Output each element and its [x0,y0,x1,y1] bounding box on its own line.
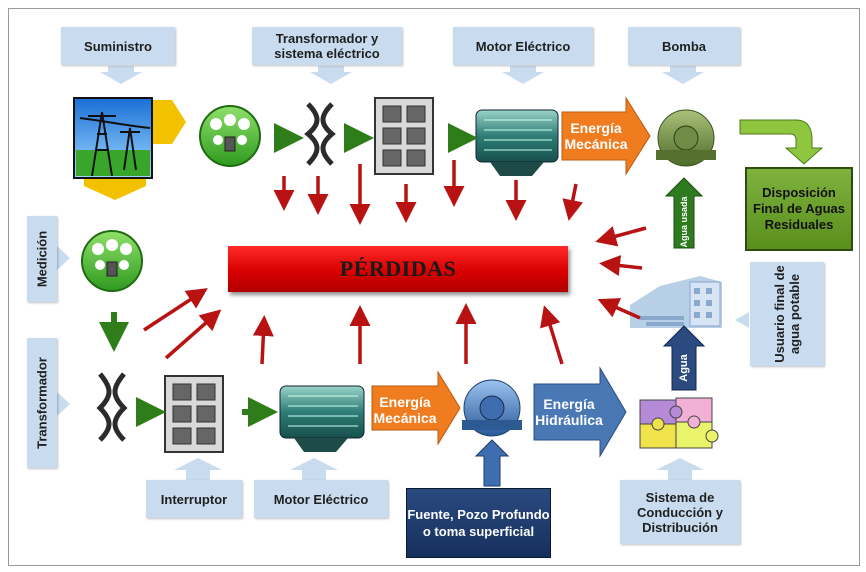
switch-top-image [374,97,434,175]
pointer-transformador [310,66,352,84]
label-transformador-sistema: Transformador y sistema eléctrico [252,27,402,65]
pointer-motor-top [502,66,544,84]
pointer-sistema [656,458,704,480]
label-suministro: Suministro [61,27,175,65]
energia-hidraulica-text: Energía Hidráulica [535,396,603,428]
fuente-box: Fuente, Pozo Profundo o toma superficial [406,488,551,558]
energia-mecanica-top-text: Energía Mecánica [564,120,628,152]
pointer-interruptor [174,458,222,480]
pointer-medicion [57,246,70,270]
motor-bottom-image [279,385,365,452]
pointer-usuario [735,312,749,328]
label-medicion: Medición [27,216,57,302]
power-supply-image [73,97,186,200]
loss-arrows [143,160,647,365]
perdidas-bar: PÉRDIDAS [228,246,568,292]
green-bent-arrow [739,119,824,165]
label-bomba: Bomba [628,27,740,65]
pump-bottom-image [462,379,522,437]
pointer-suministro [100,66,142,84]
label-usuario-final: Usuario final de agua potable [750,262,824,366]
label-interruptor: Interruptor [146,480,242,518]
switch-bottom-image [164,375,224,453]
transformer-top-image [304,102,336,166]
transformer-bottom-image [96,372,128,442]
meter-top-image [199,105,261,167]
label-medicion-text: Medición [34,230,50,288]
agua-usada-text: Agua usada [670,196,698,248]
agua-usada-arrow [664,177,704,249]
label-transformador-left-text: Transformador [34,357,50,449]
user-building-image [630,276,722,328]
agua-text: Agua [672,346,696,390]
fuente-arrow [474,439,510,487]
meter-left-image [81,230,143,292]
energy-arrows [371,96,651,458]
motor-top-image [475,109,559,176]
pump-top-image [656,109,716,167]
pointer-transformador-left [57,392,70,416]
agua-usada-label: Agua usada [679,196,689,248]
label-pointer-arrows [57,66,749,480]
agua-arrow [662,325,706,391]
label-motor-bottom: Motor Eléctrico [254,480,388,518]
disposicion-box: Disposición Final de Aguas Residuales [745,167,853,251]
label-usuario-final-text: Usuario final de agua potable [772,265,802,363]
label-motor-top: Motor Eléctrico [453,27,593,65]
label-transformador-left: Transformador [27,338,57,468]
label-sistema-conduccion: Sistema de Conducción y Distribución [620,480,740,544]
pointer-motor-bottom [290,458,338,480]
agua-label: Agua [678,354,690,382]
pointer-bomba [662,66,704,84]
energia-mecanica-bottom-text: Energía Mecánica [373,394,437,426]
green-flow-arrows [99,123,478,427]
distribution-puzzle-image [639,397,719,449]
